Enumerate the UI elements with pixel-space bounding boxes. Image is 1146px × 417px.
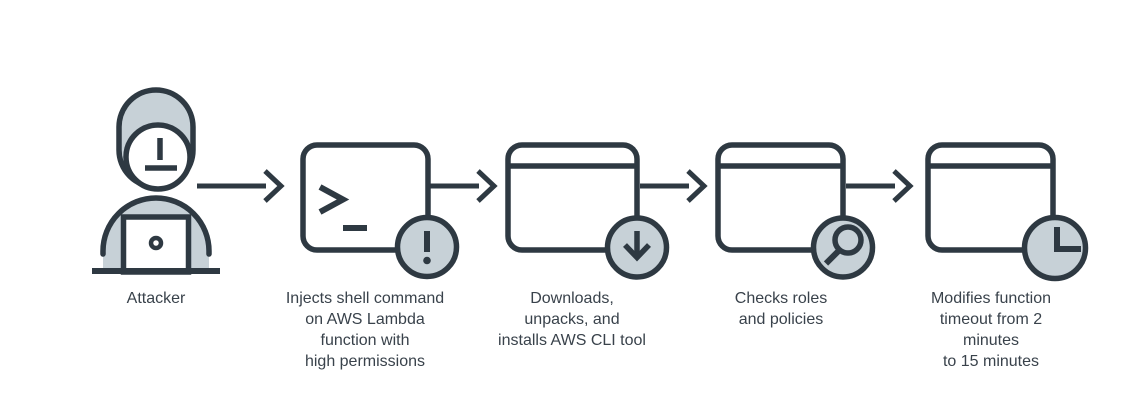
flow-arrow-4-icon	[846, 169, 914, 203]
flow-arrow-2-icon	[430, 169, 498, 203]
attacker-body-outline	[100, 195, 212, 257]
browser-window-download-icon	[505, 142, 670, 280]
terminal-prompt-icon	[300, 142, 460, 280]
caption-download-unpack-install: Downloads, unpacks, and installs AWS CLI…	[498, 290, 646, 349]
browser-window-clock-icon	[925, 142, 1089, 282]
magnifier-handle	[823, 248, 842, 266]
browser-window-search-icon	[715, 142, 876, 280]
window-box	[505, 142, 640, 253]
attacker-laptop-logo	[148, 235, 164, 251]
magnifier-search-icon	[810, 215, 876, 280]
clock-icon	[1021, 214, 1089, 282]
alert-exclamation-dot	[423, 256, 431, 265]
caption-attacker: Attacker	[126, 290, 186, 307]
caption-modify-timeout: Modifies function timeout from 2 minutes…	[930, 290, 1052, 370]
exclamation-alert-icon	[394, 214, 460, 280]
flow-arrow-3-icon	[640, 169, 708, 203]
download-arrow-icon	[604, 215, 670, 280]
window-box	[715, 142, 846, 253]
window-box	[925, 142, 1056, 253]
download-arrow-head	[623, 243, 651, 262]
flow-arrow-1-icon	[197, 169, 285, 203]
terminal-prompt-chevron	[318, 184, 350, 215]
hooded-attacker-with-laptop-icon	[92, 87, 220, 275]
terminal-box	[300, 142, 431, 253]
caption-check-roles-policies: Checks roles and policies	[734, 290, 828, 328]
magnifier-lens	[832, 224, 864, 256]
clock-hands	[1054, 227, 1081, 252]
caption-inject-shell-command: Injects shell command on AWS Lambda func…	[285, 290, 445, 370]
